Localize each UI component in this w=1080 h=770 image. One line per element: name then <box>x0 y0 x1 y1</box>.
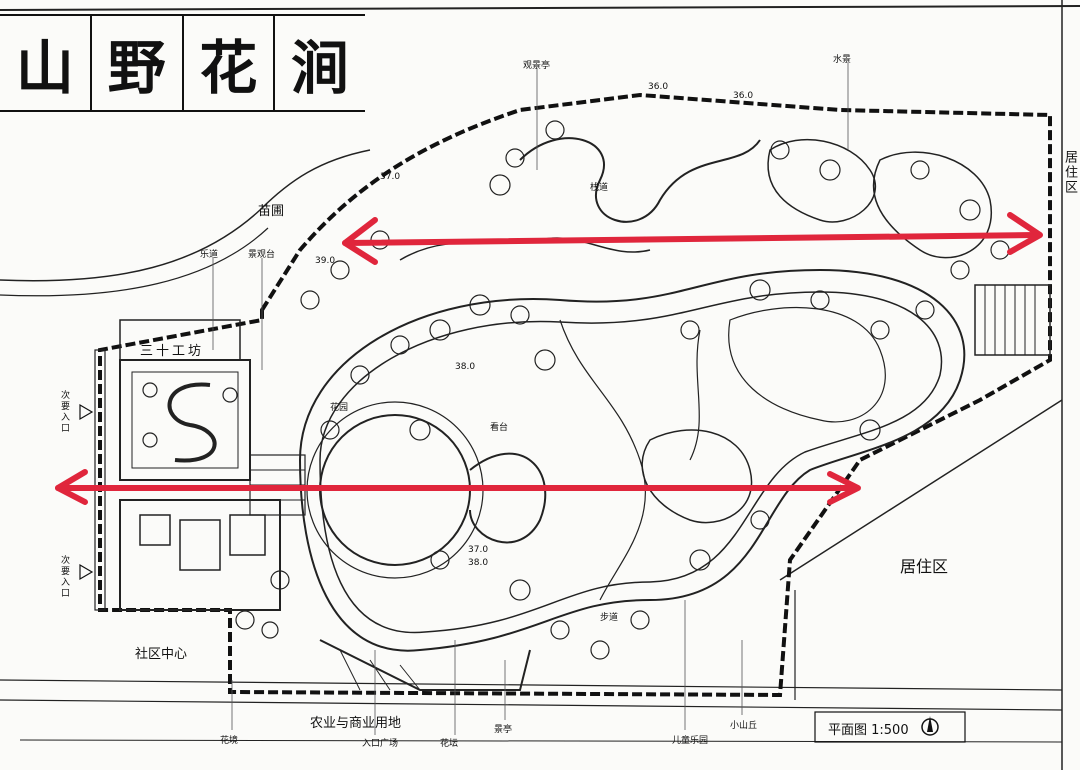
elevation-mark: 37.0 <box>380 172 401 182</box>
entrance-label-2: 次要入口 <box>59 555 69 599</box>
callout-label: 步道 <box>600 613 619 623</box>
elevation-mark: 39.0 <box>315 256 336 266</box>
title-char: 花 <box>184 16 276 110</box>
callout-label: 花园 <box>330 403 349 413</box>
callout-label: 景亭 <box>494 725 513 735</box>
elevation-mark: 36.0 <box>648 82 669 92</box>
agri-commercial-label: 农业与商业用地 <box>310 716 402 731</box>
red-arrows <box>55 212 1043 505</box>
callout-label: 小山丘 <box>730 721 758 731</box>
title-char: 野 <box>92 16 184 110</box>
top-arrow-shaft <box>342 232 1038 246</box>
callout-label: 看台 <box>490 423 509 433</box>
elevation-mark: 37.0 <box>468 545 489 555</box>
residential-side-label: 居住区 <box>1062 150 1077 195</box>
callout-label: 观景亭 <box>523 61 551 71</box>
scale-label: 平面图 1:500 <box>828 723 909 738</box>
residential-area-label: 居住区 <box>900 557 949 576</box>
callout-label: 花坛 <box>440 739 459 749</box>
elevation-mark: 38.0 <box>468 558 489 568</box>
title-char: 山 <box>0 16 92 110</box>
callout-label: 花境 <box>220 736 239 746</box>
bottom-arrow-right-head <box>827 471 861 505</box>
elevation-mark: 38.0 <box>455 362 476 372</box>
callout-label: 儿童乐园 <box>672 736 709 746</box>
entrance-label-1: 次要入口 <box>59 390 69 434</box>
top-arrow-left-head <box>342 217 378 265</box>
community-center-label: 社区中心 <box>135 647 188 662</box>
top-arrow-right-head <box>1007 212 1043 255</box>
bottom-arrow-left-head <box>55 469 88 505</box>
elevation-mark: 36.0 <box>733 91 754 101</box>
callout-label: 景观台 <box>248 250 276 260</box>
callout-label: 乐道 <box>200 250 219 260</box>
callout-label: 栈道 <box>590 183 609 193</box>
workshop-label: 三十工坊 <box>140 344 205 359</box>
title-block: 山 野 花 涧 <box>0 14 365 112</box>
nursery-label: 苗圃 <box>258 204 285 219</box>
title-char: 涧 <box>291 34 350 102</box>
callout-label: 水景 <box>833 55 852 65</box>
callout-label: 入口广场 <box>362 739 399 749</box>
